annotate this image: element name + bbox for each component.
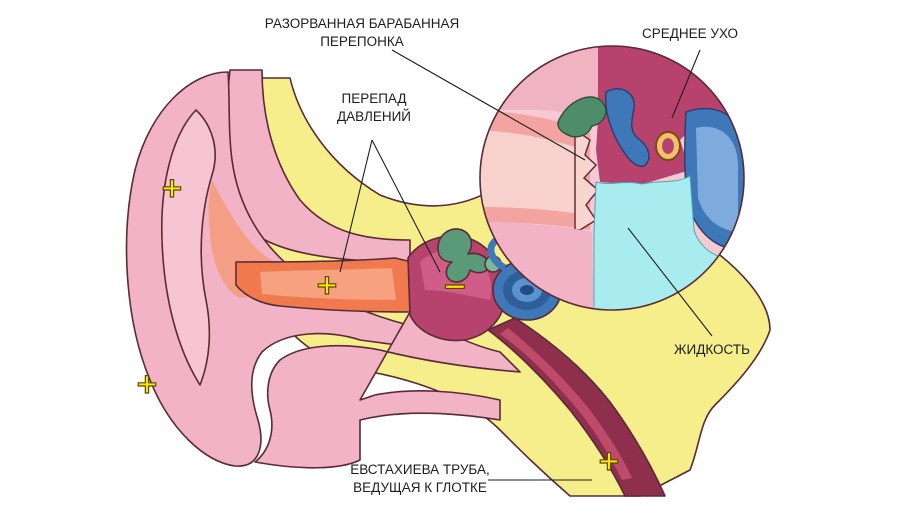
lower-skin	[254, 311, 521, 469]
eustachian-tube-lining	[500, 328, 632, 480]
label-ruptured-eardrum-2: ПЕРЕПОНКА	[320, 34, 404, 49]
ossicles	[437, 228, 491, 283]
svg-text:+: +	[315, 268, 338, 301]
leader-eardrum	[391, 49, 586, 161]
label-fluid: ЖИДКОСТЬ	[674, 342, 750, 357]
label-eustachian-2: ВЕДУЩАЯ К ГЛОТКЕ	[353, 480, 487, 495]
minus-sign-middle-ear: −	[442, 268, 468, 304]
leader-middle-ear	[671, 49, 701, 119]
plus-sign-outside: +	[135, 366, 160, 400]
label-eustachian-1: ЕВСТАХИЕВА ТРУБА,	[350, 462, 490, 477]
leader-pressure-plus	[339, 139, 373, 273]
label-ruptured-eardrum-1: РАЗОРВАННАЯ БАРАБАННАЯ	[265, 16, 460, 31]
label-pressure-diff-2: ДАВЛЕНИЙ	[337, 109, 411, 124]
plus-sign-pinna-upper: +	[160, 170, 185, 204]
leader-pressure-minus	[371, 139, 441, 273]
label-pressure-diff-1: ПЕРЕПАД	[341, 91, 406, 106]
svg-text:+: +	[597, 444, 620, 477]
svg-text:+: +	[135, 367, 158, 400]
ear-canal-highlight	[260, 268, 396, 300]
label-middle-ear: СРЕДНЕЕ УХО	[642, 26, 738, 41]
plus-sign-throat: +	[597, 443, 622, 477]
leader-fluid	[627, 227, 713, 337]
magnified-inset	[479, 45, 745, 311]
svg-text:−: −	[442, 269, 467, 304]
svg-text:+: +	[160, 171, 183, 204]
plus-sign-ear-canal: +	[315, 267, 340, 301]
pinna-inner-fold	[160, 109, 216, 386]
